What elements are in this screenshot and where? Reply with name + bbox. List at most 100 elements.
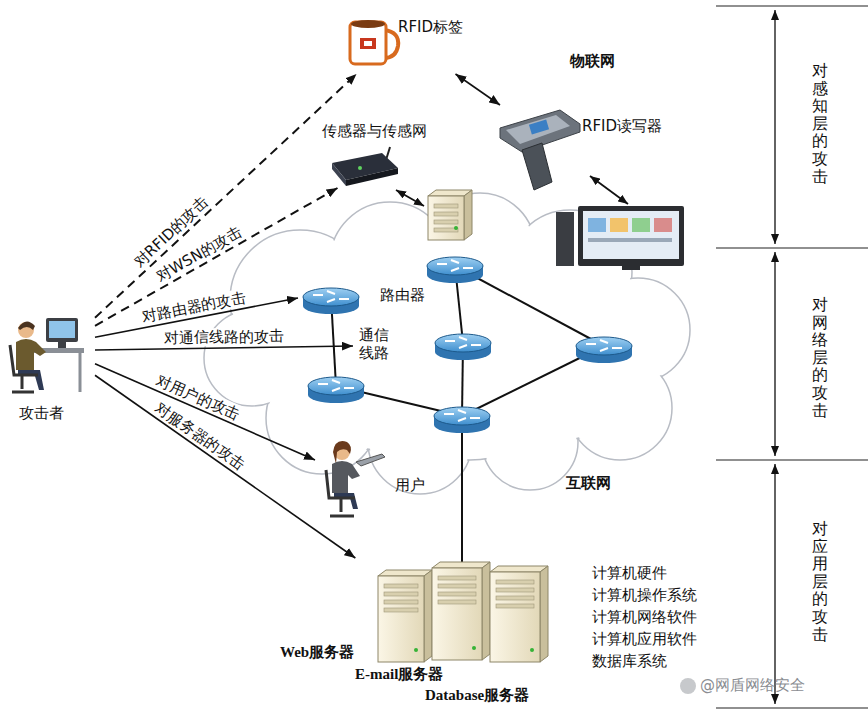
router-top: [435, 334, 491, 352]
sensor-side: [346, 168, 398, 186]
node-box: 用户: [315, 438, 428, 526]
router-arrows: [586, 340, 622, 351]
attacker-icon: [10, 318, 84, 392]
router-icon: [308, 377, 364, 403]
router-icon: [427, 257, 483, 283]
reader-screen: [529, 120, 549, 135]
computer-icon: [556, 206, 684, 270]
server-side: [540, 566, 548, 662]
edge-label: 对通信线路的攻击: [162, 327, 286, 347]
attacker-chair: [10, 345, 38, 392]
screen-window: [632, 218, 650, 232]
server-tower: [378, 570, 432, 662]
user-icon: [326, 441, 385, 516]
dashed-attack-arrow: [95, 188, 338, 326]
drive-bay: [434, 212, 458, 216]
server-side: [464, 190, 472, 240]
rfid-chip-mark: [364, 41, 372, 46]
server-front: [378, 576, 424, 662]
server-side: [424, 570, 432, 662]
monitor-screen: [583, 211, 679, 259]
communication-line: [461, 416, 463, 568]
server-side: [482, 562, 490, 660]
layer-divider: [716, 707, 868, 708]
router-icon: [303, 288, 359, 314]
node-text: Database服务器: [425, 686, 529, 704]
user-chair: [326, 470, 355, 516]
screen-window: [654, 218, 672, 232]
connector-arrow: [95, 346, 353, 350]
layer-divider: [716, 247, 868, 248]
sensor-server-link: [396, 190, 424, 206]
sensor-front: [332, 163, 346, 186]
node-text: 计算机网络软件: [592, 608, 697, 626]
power-led: [454, 226, 458, 230]
screen-window: [610, 218, 628, 232]
layer-label: 对感知层的攻击: [812, 62, 828, 185]
watermark-logo: [680, 678, 696, 694]
server-top: [378, 570, 432, 576]
drive-bay: [384, 600, 418, 604]
pc-tower: [556, 212, 574, 266]
server-front: [428, 196, 464, 240]
node-box: RFID读写器: [490, 105, 690, 193]
rfid-tag-icon: [350, 20, 398, 64]
server-tower: [428, 190, 472, 240]
reader-top: [506, 115, 570, 144]
node-text: 计算机硬件: [592, 564, 667, 582]
router-arrows: [313, 291, 349, 302]
router-icon: [435, 334, 491, 360]
router-top: [427, 257, 483, 275]
node-text: 计算机应用软件: [592, 630, 697, 648]
screen-bar: [588, 238, 672, 242]
router-top: [434, 407, 490, 425]
desk-leg: [79, 353, 82, 392]
connector-arrow: [456, 74, 501, 105]
user-laptop: [356, 454, 385, 466]
drive-bay: [384, 584, 418, 588]
power-led: [414, 648, 418, 652]
region-label: 互联网: [566, 474, 611, 492]
node-text: 攻击者: [19, 404, 64, 422]
layer-divider: [716, 459, 868, 460]
monitor-stand: [622, 266, 640, 270]
monitor-frame: [578, 206, 684, 266]
attacker-screen: [49, 321, 75, 338]
node-box: RFID标签: [340, 8, 505, 74]
drive-bay: [496, 604, 534, 608]
layer-span-arrow: [774, 464, 775, 704]
server-front: [432, 568, 482, 660]
drive-bay: [438, 592, 476, 596]
layer-span-arrow: [774, 252, 775, 456]
mug-body: [350, 22, 386, 64]
power-led: [472, 646, 476, 650]
drive-bay: [438, 576, 476, 580]
drive-bay: [438, 600, 476, 604]
user-body: [332, 461, 360, 493]
node-text: 用户: [395, 476, 425, 494]
dashed-attack-arrow: [95, 74, 357, 318]
sensor-icon: [332, 147, 398, 186]
router-icon: [576, 337, 632, 363]
drive-bay: [434, 204, 458, 208]
drive-bay: [496, 588, 534, 592]
node-text: 传感器与传感网: [322, 122, 427, 140]
node-text: RFID读写器: [582, 117, 662, 135]
layer-divider: [716, 5, 868, 6]
edge-label: 对路由器的攻击: [139, 288, 249, 326]
drive-bay: [496, 580, 534, 584]
drive-bay: [384, 592, 418, 596]
mug-coffee: [351, 20, 385, 28]
drive-bay: [384, 608, 418, 612]
drive-bay: [434, 220, 458, 224]
server-top: [490, 566, 548, 572]
node-box: 路由器: [298, 276, 453, 316]
screen-window: [588, 218, 606, 232]
rfid-chip: [360, 38, 376, 49]
node-text: E-mail服务器: [355, 665, 443, 683]
attacker-hair: [18, 321, 35, 330]
reader-handle: [522, 143, 552, 190]
region-label: 物联网: [570, 52, 615, 70]
